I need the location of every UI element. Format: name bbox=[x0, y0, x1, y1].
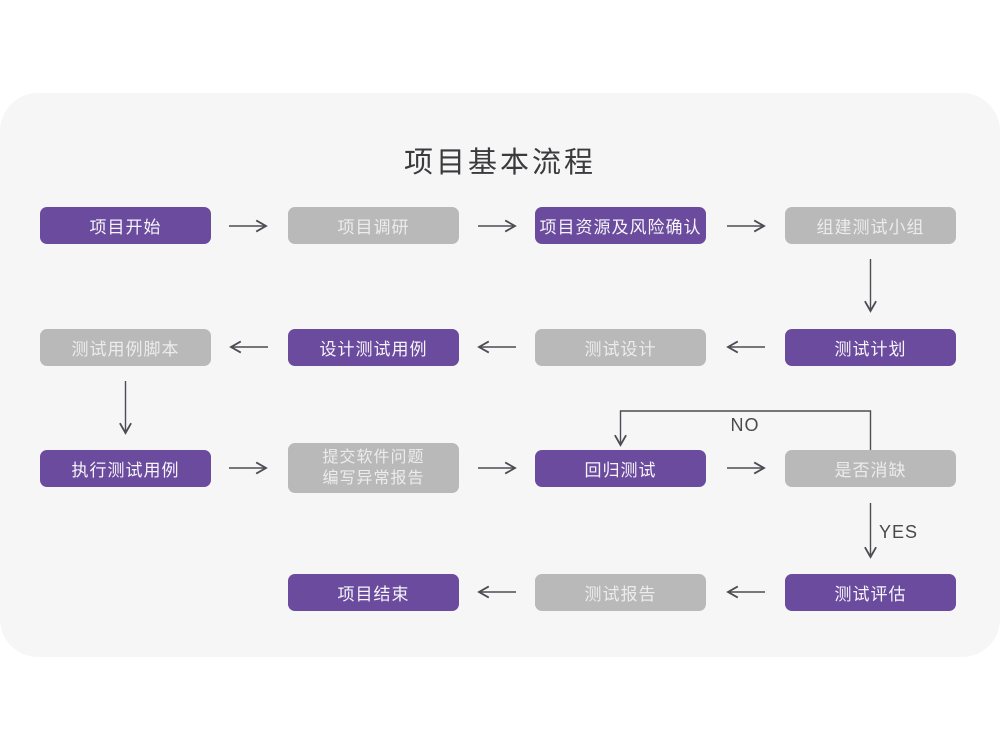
flow-node-defect-cleared: 是否消缺 bbox=[785, 450, 956, 487]
flow-node-execute-test-cases: 执行测试用例 bbox=[40, 450, 211, 487]
flow-node-resources-risk-confirm: 项目资源及风险确认 bbox=[535, 207, 706, 244]
flow-node-test-design: 测试设计 bbox=[535, 329, 706, 366]
flow-node-build-test-team: 组建测试小组 bbox=[785, 207, 956, 244]
flow-node-line1: 提交软件问题 bbox=[322, 449, 425, 466]
flow-node-project-end: 项目结束 bbox=[288, 574, 459, 611]
arrow-no-loop-to-regression bbox=[614, 410, 872, 450]
flow-node-project-research: 项目调研 bbox=[288, 207, 459, 244]
branch-label-yes: YES bbox=[879, 522, 919, 542]
flow-node-test-plan: 测试计划 bbox=[785, 329, 956, 366]
diagram-title: 项目基本流程 bbox=[403, 147, 596, 179]
flowchart-canvas-card bbox=[0, 93, 1000, 657]
flow-node-regression-test: 回归测试 bbox=[535, 450, 706, 487]
flow-node-line2: 编写异常报告 bbox=[322, 470, 425, 487]
flow-node-test-evaluation: 测试评估 bbox=[785, 574, 956, 611]
flow-node-design-test-cases: 设计测试用例 bbox=[288, 329, 459, 366]
flow-node-test-report: 测试报告 bbox=[535, 574, 706, 611]
flow-node-test-case-scripts: 测试用例脚本 bbox=[40, 329, 211, 366]
flow-node-submit-issue-report: 提交软件问题 编写异常报告 bbox=[288, 443, 459, 493]
flow-node-project-start: 项目开始 bbox=[40, 207, 211, 244]
branch-label-no: NO bbox=[730, 415, 760, 435]
